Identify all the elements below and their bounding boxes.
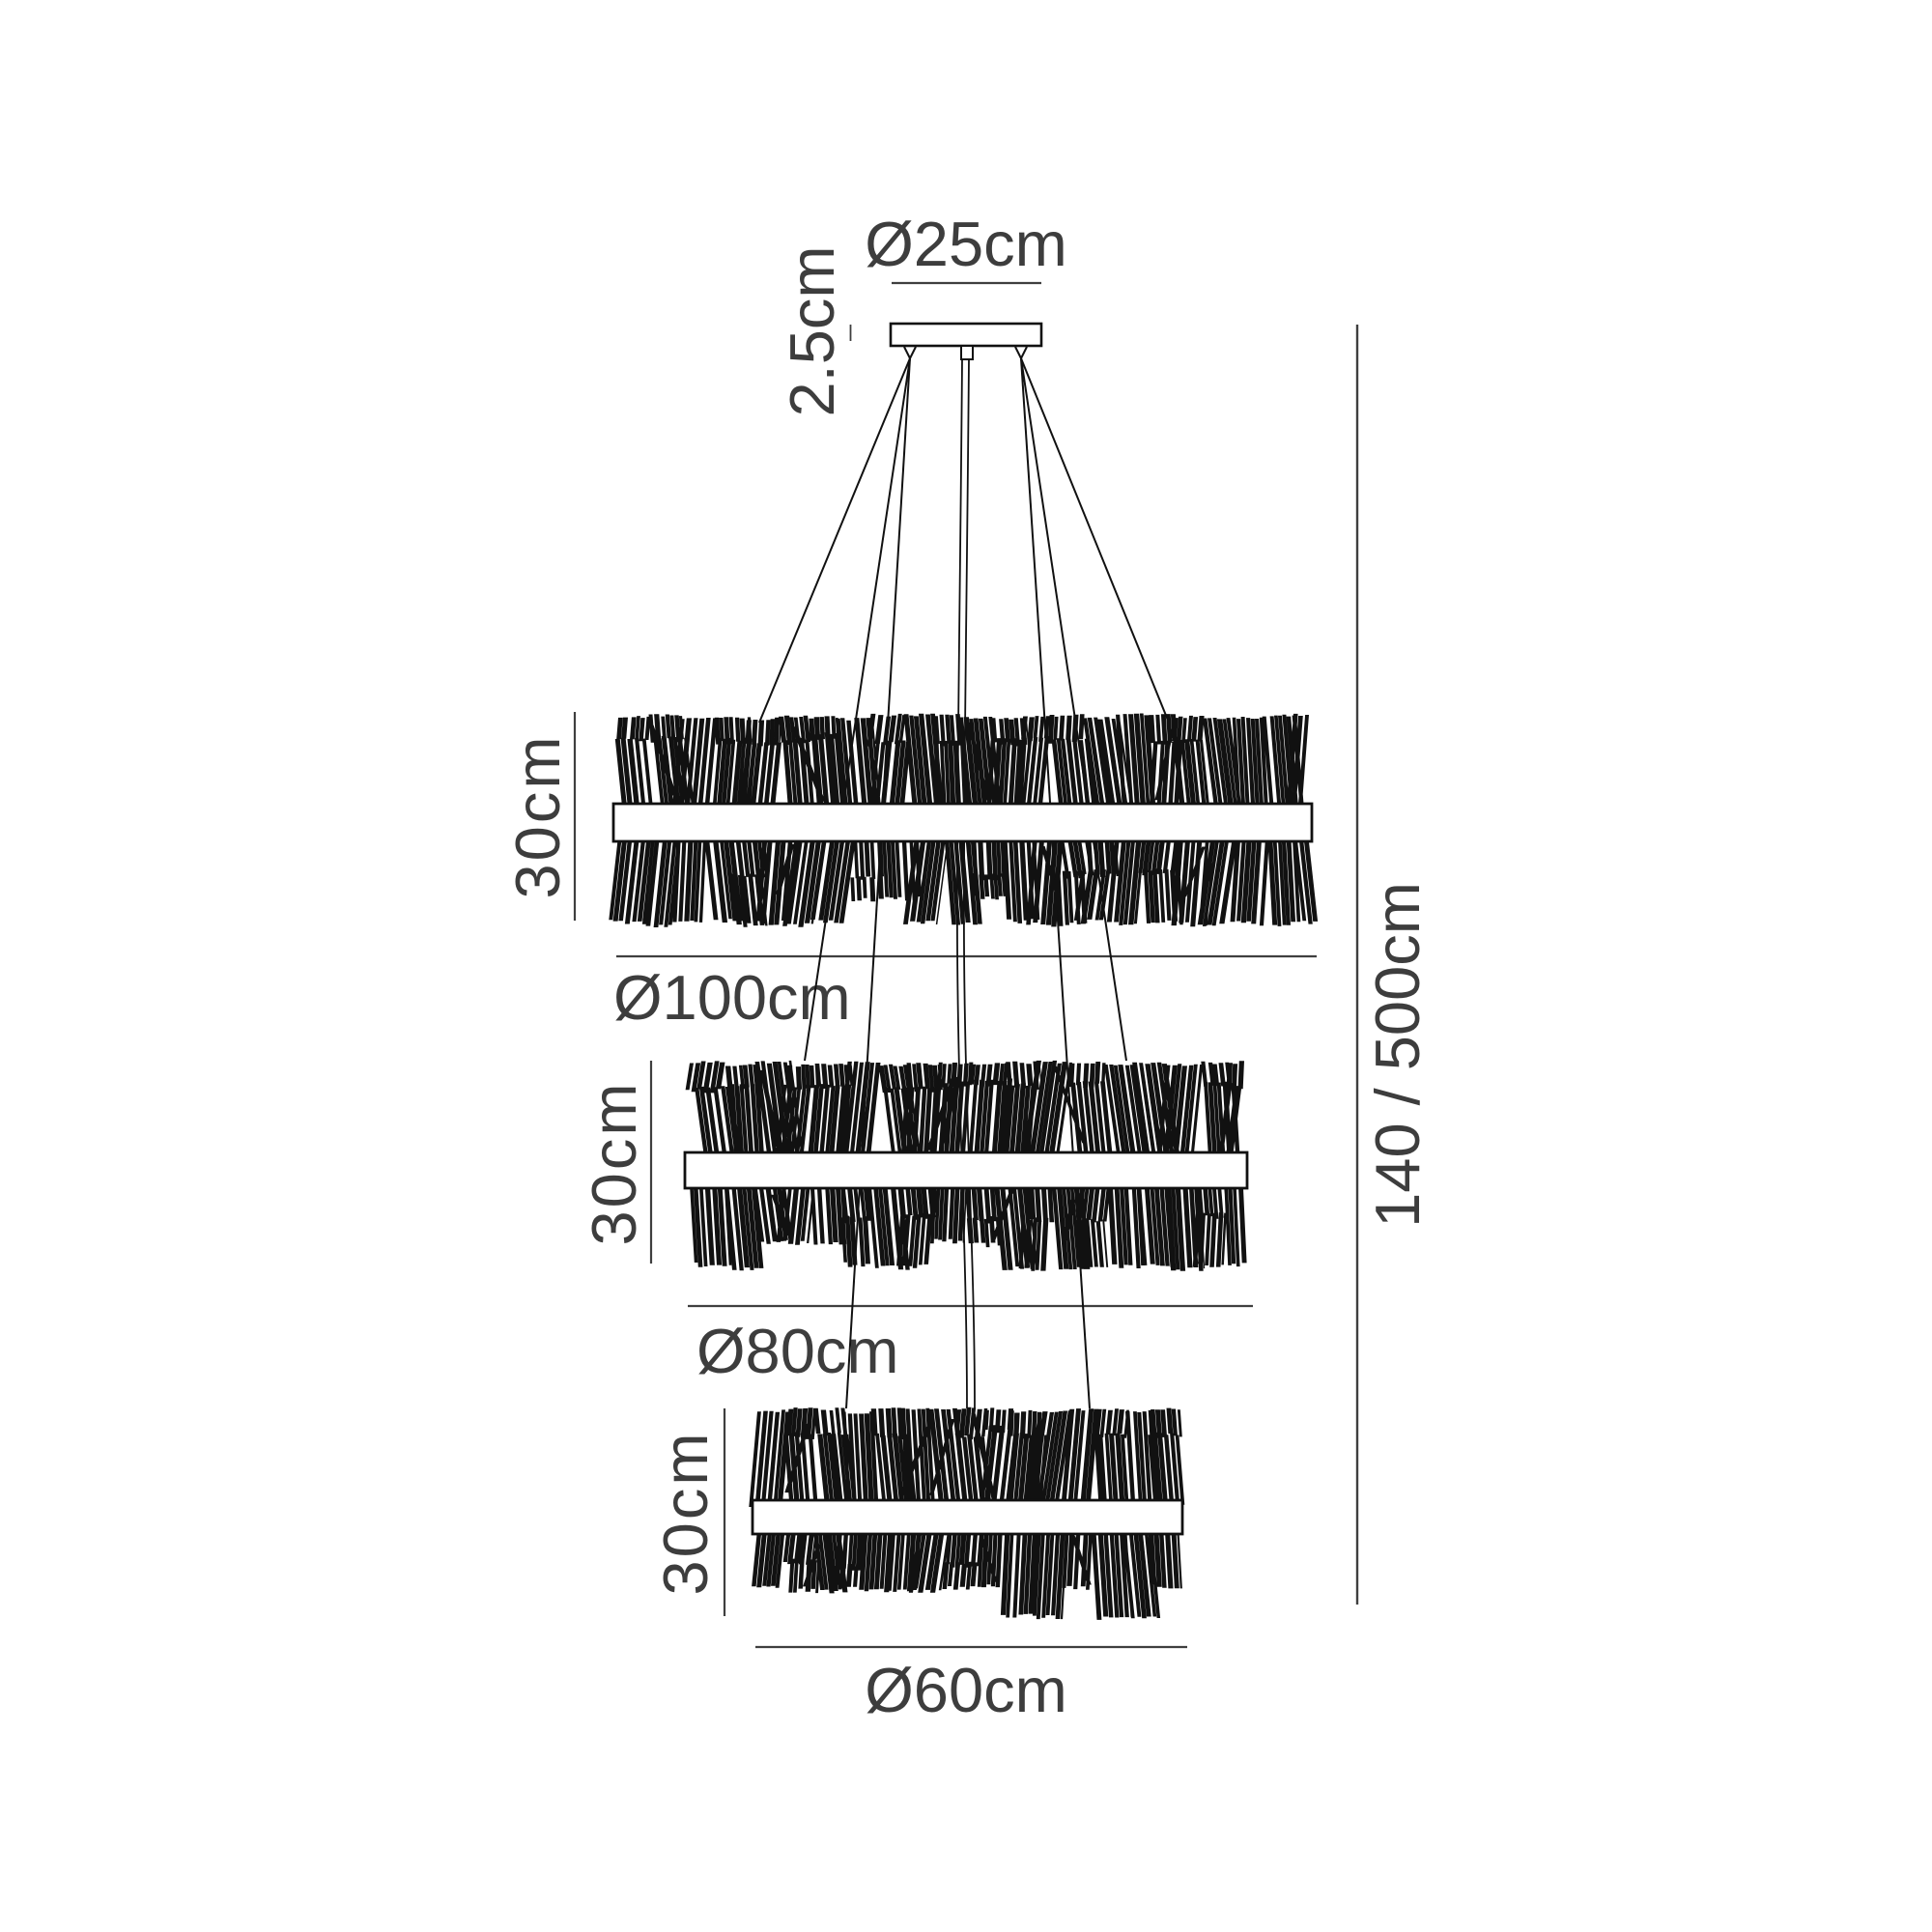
svg-text:Ø80cm: Ø80cm: [696, 1316, 899, 1386]
svg-text:30cm: 30cm: [650, 1431, 721, 1596]
svg-text:Ø25cm: Ø25cm: [865, 209, 1067, 279]
svg-text:30cm: 30cm: [579, 1081, 649, 1246]
svg-text:Ø60cm: Ø60cm: [865, 1655, 1067, 1725]
svg-text:30cm: 30cm: [502, 734, 573, 899]
svg-text:140 / 500cm: 140 / 500cm: [1362, 882, 1433, 1228]
svg-text:2.5cm: 2.5cm: [777, 245, 847, 416]
